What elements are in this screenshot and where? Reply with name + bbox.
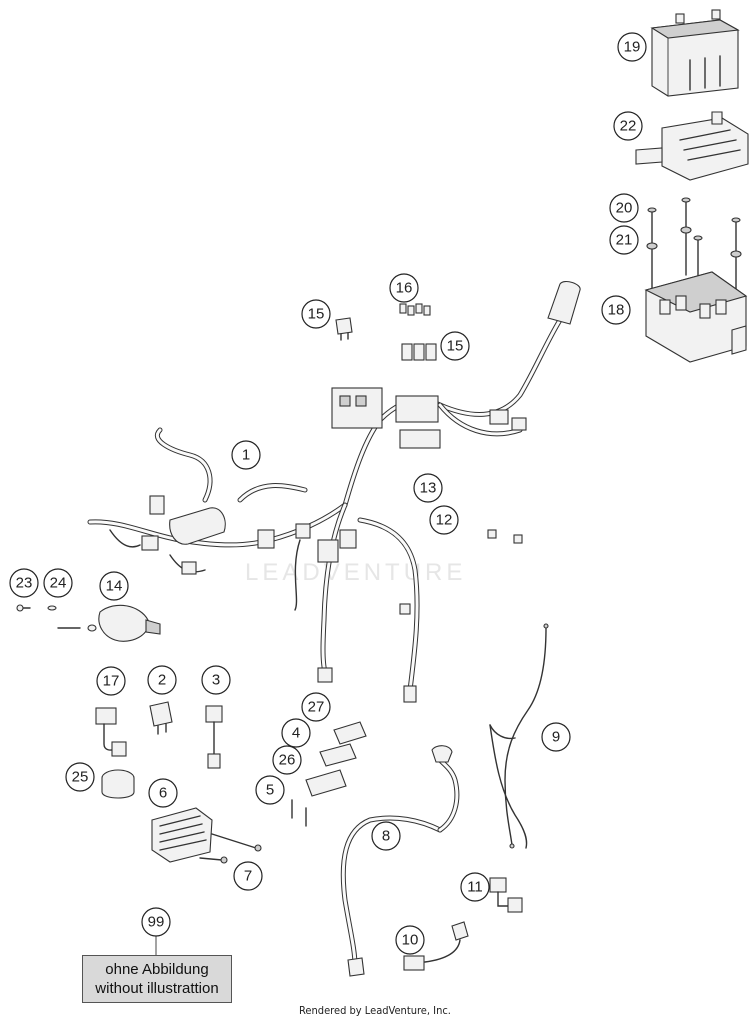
svg-text:3: 3 — [212, 672, 220, 689]
callout-23[interactable]: 23 — [9, 568, 39, 598]
callout-6[interactable]: 6 — [148, 778, 178, 808]
callout-9[interactable]: 9 — [541, 722, 571, 752]
svg-text:8: 8 — [382, 828, 390, 845]
svg-text:6: 6 — [159, 785, 167, 802]
svg-text:15: 15 — [308, 306, 325, 323]
connector-11-part[interactable] — [489, 877, 523, 913]
svg-text:5: 5 — [266, 782, 274, 799]
callout-14[interactable]: 14 — [99, 571, 129, 601]
callout-18[interactable]: 18 — [601, 295, 631, 325]
note-line-english: without illustrattion — [95, 980, 219, 997]
svg-text:1: 1 — [242, 447, 250, 464]
fuses-part[interactable] — [399, 303, 431, 316]
svg-text:18: 18 — [608, 302, 625, 319]
cable-8-part[interactable] — [340, 745, 460, 977]
relay-small-part[interactable] — [335, 317, 353, 341]
callout-21[interactable]: 21 — [609, 225, 639, 255]
main-wiring-harness-part[interactable] — [87, 281, 581, 703]
svg-text:99: 99 — [148, 914, 165, 931]
relay-2-part[interactable] — [149, 701, 173, 735]
callout-24[interactable]: 24 — [43, 568, 73, 598]
horn-part[interactable] — [16, 604, 161, 642]
callout-20[interactable]: 20 — [609, 193, 639, 223]
svg-text:26: 26 — [279, 752, 296, 769]
svg-text:17: 17 — [103, 673, 120, 690]
callout-3[interactable]: 3 — [201, 665, 231, 695]
callout-25[interactable]: 25 — [65, 762, 95, 792]
cable-10-part[interactable] — [403, 921, 469, 971]
without-illustration-note: ohne Abbildung without illustrattion — [82, 955, 232, 1003]
fuse-box-screws[interactable] — [646, 197, 742, 321]
callout-99[interactable]: 99 — [141, 907, 171, 937]
svg-text:27: 27 — [308, 699, 325, 716]
callout-19[interactable]: 19 — [617, 32, 647, 62]
connector-17-part[interactable] — [95, 707, 127, 757]
callout-27[interactable]: 27 — [301, 692, 331, 722]
svg-text:20: 20 — [616, 200, 633, 217]
svg-text:19: 19 — [624, 39, 641, 56]
svg-text:11: 11 — [467, 879, 483, 896]
callout-15-a[interactable]: 15 — [301, 299, 331, 329]
relay-block-part[interactable] — [401, 343, 437, 361]
rubber-cap-part[interactable] — [101, 769, 135, 799]
svg-text:22: 22 — [620, 118, 637, 135]
svg-text:9: 9 — [552, 729, 560, 746]
svg-text:23: 23 — [16, 575, 33, 592]
bracket-27-part[interactable] — [319, 721, 367, 767]
callout-1[interactable]: 1 — [231, 440, 261, 470]
callout-11[interactable]: 11 — [460, 872, 490, 902]
svg-text:21: 21 — [616, 232, 633, 249]
svg-text:2: 2 — [158, 672, 166, 689]
svg-text:24: 24 — [50, 575, 67, 592]
callout-10[interactable]: 10 — [395, 925, 425, 955]
callout-5[interactable]: 5 — [255, 775, 285, 805]
cable-9-part[interactable] — [489, 623, 549, 849]
callout-22[interactable]: 22 — [613, 111, 643, 141]
callout-2[interactable]: 2 — [147, 665, 177, 695]
callout-7[interactable]: 7 — [233, 861, 263, 891]
svg-text:25: 25 — [72, 769, 89, 786]
battery-tray-part[interactable] — [635, 111, 749, 181]
note-line-german: ohne Abbildung — [105, 961, 209, 978]
fuse-box-part[interactable] — [644, 271, 748, 363]
bracket-5-part[interactable] — [291, 769, 347, 827]
callout-12[interactable]: 12 — [429, 505, 459, 535]
footer-credit: Rendered by LeadVenture, Inc. — [299, 1004, 451, 1017]
svg-text:16: 16 — [396, 280, 413, 297]
svg-text:14: 14 — [106, 578, 123, 595]
callout-8[interactable]: 8 — [371, 821, 401, 851]
svg-text:10: 10 — [402, 932, 419, 949]
callout-16[interactable]: 16 — [389, 273, 419, 303]
battery-part[interactable] — [650, 9, 740, 97]
callout-13[interactable]: 13 — [413, 473, 443, 503]
svg-text:7: 7 — [244, 868, 252, 885]
callout-17[interactable]: 17 — [96, 666, 126, 696]
callout-26[interactable]: 26 — [272, 745, 302, 775]
svg-text:12: 12 — [436, 512, 453, 529]
svg-text:13: 13 — [420, 480, 437, 497]
voltage-regulator-part[interactable] — [151, 807, 262, 864]
svg-text:4: 4 — [292, 725, 300, 742]
watermark: LEADVENTURE — [245, 559, 466, 586]
svg-text:15: 15 — [447, 338, 464, 355]
callout-15-b[interactable]: 15 — [440, 331, 470, 361]
connector-3-part[interactable] — [205, 705, 223, 769]
callout-4[interactable]: 4 — [281, 718, 311, 748]
